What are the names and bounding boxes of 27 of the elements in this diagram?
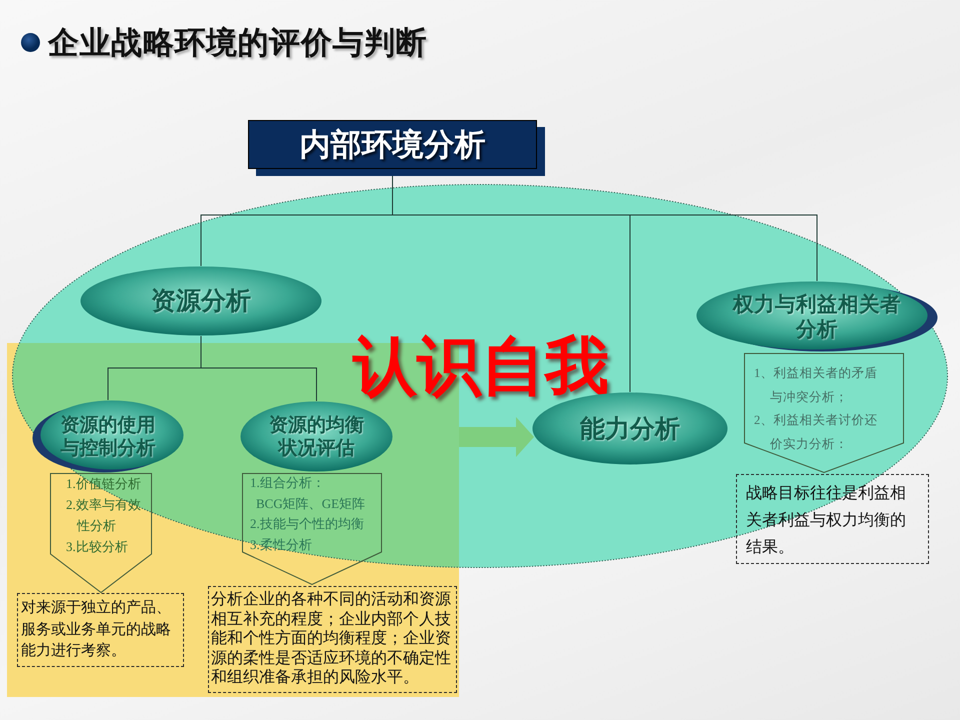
ellipse-node: [240, 401, 393, 472]
note-text: 对来源于独立的产品、服务或业务单元的战略能力进行考察。: [21, 597, 172, 661]
ellipse-label: 资源的均衡状况评估: [268, 414, 365, 460]
list-item: 2.效率与有效性分析: [66, 496, 142, 535]
ellipse-label: 资源分析: [151, 286, 251, 316]
note-box: [17, 593, 184, 667]
emphasis-text: 认识自我: [353, 332, 609, 400]
list-item: 3.比较分析: [66, 538, 129, 556]
header-box: [248, 120, 545, 176]
pentagon-callout: [242, 473, 382, 585]
block-arrow: [459, 417, 534, 457]
ellipse-label: 资源的使用与控制分析: [60, 414, 156, 460]
ellipse-label: 能力分析: [580, 414, 680, 444]
list-item: 1.组合分析：BCG矩阵、GE矩阵: [250, 474, 366, 512]
note-text: 分析企业的各种不同的活动和资源相互补充的程度；企业内部个人技能和个性方面的均衡程度；企业资源的柔性是否适应环境的不确定性和组织准备承担的风险水平。: [211, 589, 452, 687]
header-label: 内部环境分析: [300, 126, 486, 164]
pentagon-callout: [50, 473, 152, 593]
ellipse-node: [32, 400, 184, 473]
pentagon-callout: [744, 353, 904, 473]
list-item: 1、利益相关者的矛盾与冲突分析；: [754, 365, 878, 406]
list-item: 2、利益相关者讨价还价实力分析：: [754, 412, 878, 452]
ellipse-node: [80, 266, 322, 336]
note-box: [736, 474, 929, 564]
slide-title: 企业战略环境的评价与判断: [48, 24, 428, 62]
ellipse-label: 权力与利益相关者分析: [731, 292, 902, 342]
ellipse-node: [696, 281, 938, 352]
list-item: 2.技能与个性的均衡: [250, 515, 365, 533]
